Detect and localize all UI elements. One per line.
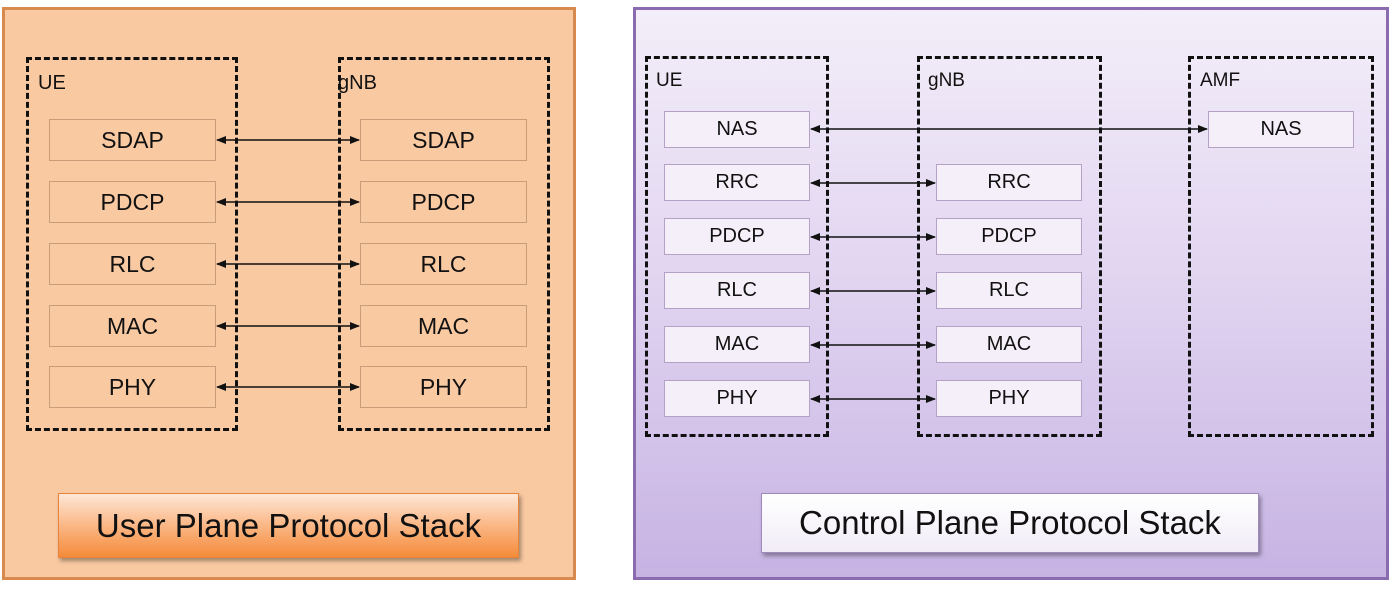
cp-ue-label: UE: [656, 70, 683, 91]
cp-ue-layer-mac: MAC: [664, 326, 810, 363]
cp-ue-layer-pdcp: PDCP: [664, 218, 810, 255]
up-gnb-label: gNB: [338, 72, 377, 94]
cp-amf-layer-nas: NAS: [1208, 111, 1354, 148]
up-gnb-layer-phy: PHY: [360, 366, 527, 408]
cp-gnb-layer-pdcp: PDCP: [936, 218, 1082, 255]
cp-ue-layer-nas: NAS: [664, 111, 810, 148]
up-ue-label: UE: [38, 72, 66, 94]
up-ue-stack-box: [26, 57, 238, 431]
cp-gnb-layer-rlc: RLC: [936, 272, 1082, 309]
up-gnb-stack-box: [338, 57, 550, 431]
cp-gnb-layer-rrc: RRC: [936, 164, 1082, 201]
cp-amf-stack-box: [1188, 56, 1374, 437]
cp-gnb-layer-mac: MAC: [936, 326, 1082, 363]
up-ue-layer-mac: MAC: [49, 305, 216, 347]
cp-ue-stack-box: [645, 56, 829, 437]
cp-amf-label: AMF: [1200, 70, 1241, 91]
user-plane-caption: User Plane Protocol Stack: [58, 493, 519, 558]
cp-ue-layer-rlc: RLC: [664, 272, 810, 309]
up-gnb-layer-pdcp: PDCP: [360, 181, 527, 223]
cp-gnb-stack-box: [917, 56, 1102, 437]
cp-ue-layer-rrc: RRC: [664, 164, 810, 201]
control-plane-caption: Control Plane Protocol Stack: [761, 493, 1259, 553]
cp-ue-layer-phy: PHY: [664, 380, 810, 417]
up-gnb-layer-sdap: SDAP: [360, 119, 527, 161]
user-plane-panel: [2, 7, 576, 580]
up-gnb-layer-rlc: RLC: [360, 243, 527, 285]
cp-gnb-layer-phy: PHY: [936, 380, 1082, 417]
cp-gnb-label: gNB: [928, 70, 965, 91]
up-ue-layer-phy: PHY: [49, 366, 216, 408]
up-gnb-layer-mac: MAC: [360, 305, 527, 347]
up-ue-layer-sdap: SDAP: [49, 119, 216, 161]
up-ue-layer-pdcp: PDCP: [49, 181, 216, 223]
up-ue-layer-rlc: RLC: [49, 243, 216, 285]
